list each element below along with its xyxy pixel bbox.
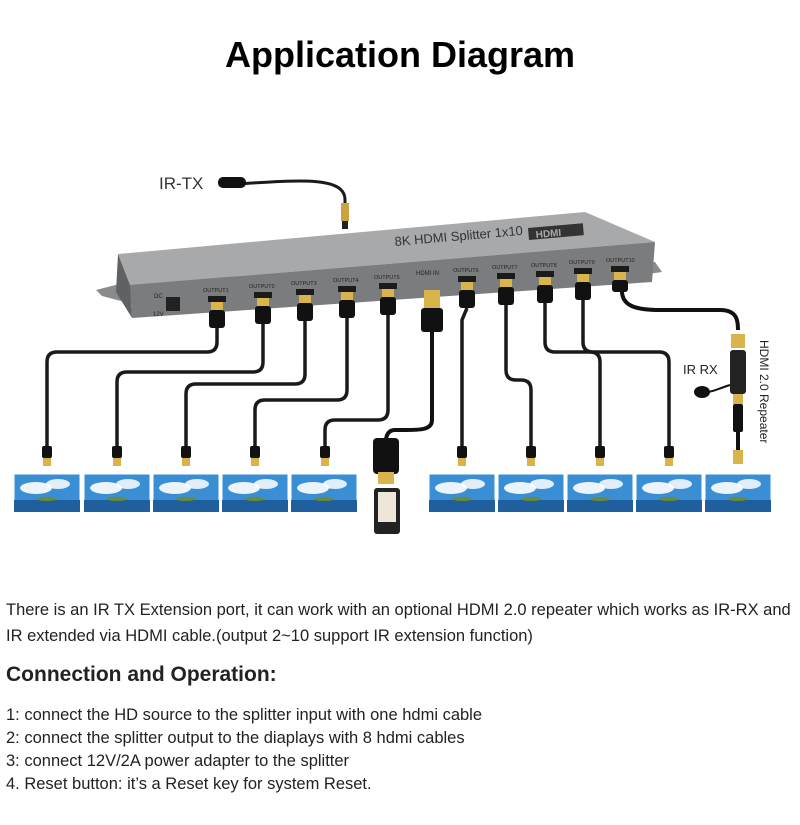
page-title: Application Diagram [224,34,576,75]
repeater-label: HDMI 2.0 Repeater [757,340,771,443]
hdmi-port [497,273,515,279]
dc-label: DC [154,294,163,300]
hdmi-connector-icon [299,295,311,305]
cable-boot [459,290,475,308]
cable-boot [537,285,553,303]
application-diagram: IR-TX 8K HDMI Splitter 1x10 HDMI DC 12V … [13,174,772,534]
voltage-label: 12V [153,312,164,318]
cable-boot [526,446,536,458]
ir-receiver-icon [694,384,731,398]
hdmi-connector-icon [251,458,259,466]
hdmi-connector-icon [257,298,269,308]
hdmi-connector-icon [539,277,551,287]
output-port-label: OUTPUT7 [492,265,518,271]
output-port-label: OUTPUT8 [531,263,557,269]
hdmi-connector-icon [211,302,223,312]
hdmi-connector-icon [461,282,473,292]
list-item: 3: connect 12V/2A power adapter to the s… [6,752,350,770]
cable-boot [112,446,122,458]
output-port-label: OUTPUT2 [249,284,275,290]
hdmi-connector-icon [458,458,466,466]
list-item: 2: connect the splitter output to the di… [6,729,465,747]
cable-boot [457,446,467,458]
hdmi-connector-icon [614,272,626,282]
description-text: There is an IR TX Extension port, it can… [6,601,791,645]
hdmi-connector-icon [500,279,512,289]
cable-boot [612,280,628,292]
cable-boot [380,297,396,315]
cable-boot [664,446,674,458]
hdmi-cable [460,307,469,446]
cable-boot [339,300,355,318]
cable-boot [255,306,271,324]
hdmi-port [458,276,476,282]
output-port-label: OUTPUT9 [569,260,595,266]
output-port-label: OUTPUT6 [453,268,479,274]
display-screen-icon [290,473,358,513]
hdmi-connector-icon [341,292,353,302]
cable-boot [575,282,591,300]
hdmi-connector-icon [596,458,604,466]
hdmi-cable [253,318,349,446]
hdmi-port [338,286,356,292]
steps-list: 1: connect the HD source to the splitter… [6,704,482,796]
cable-boot [209,310,225,328]
hdmi-cable [184,321,307,446]
hdmi-port [208,296,226,302]
display-screen-icon [635,473,703,513]
cable-boot [250,446,260,458]
output-port-label: OUTPUT5 [374,275,400,281]
hdmi-connector-icon [665,458,673,466]
hdmi-cable [581,300,671,446]
dc-jack-icon [166,297,180,311]
hdmi-port [611,266,629,272]
hdmi-connector-icon [382,289,394,299]
hdmi-port [379,283,397,289]
hdmi-source-device-icon [374,488,400,534]
hdmi-connector-icon [182,458,190,466]
output-port-label: OUTPUT3 [291,281,317,287]
display-screen-icon [221,473,289,513]
hdmi-port [536,271,554,277]
cable-boot [595,446,605,458]
ir-tx-label: IR-TX [159,174,203,193]
hdmi-cable [115,324,265,446]
hdmi-repeater-icon [620,290,746,464]
display-screen-icon [83,473,151,513]
display-screen-icon [152,473,220,513]
brand-logo: HDMI [535,228,562,241]
ir-transmitter-icon [218,177,349,229]
cable-boot [297,303,313,321]
display-screen-icon [566,473,634,513]
hdmi-cable [543,303,602,446]
hdmi-cable [323,315,390,446]
cable-boot [181,446,191,458]
hdmi-port [574,268,592,274]
hdmi-cable [45,328,219,446]
hdmi-connector-icon [321,458,329,466]
hdmi-cable [504,305,533,446]
display-screen-icon [704,473,772,513]
hdmi-connector-icon [577,274,589,284]
output-port-label: OUTPUT1 [203,288,229,294]
section-heading: Connection and Operation: [6,663,277,686]
output-port-label: OUTPUT4 [333,278,359,284]
output-port-label: OUTPUT10 [606,258,635,264]
cable-boot [498,287,514,305]
cable-boot [320,446,330,458]
hdmi-input-cable [373,290,443,484]
hdmi-in-label: HDMI IN [416,271,439,277]
hdmi-connector-icon [527,458,535,466]
display-screen-icon [13,473,81,513]
display-screen-icon [497,473,565,513]
hdmi-port [296,289,314,295]
cable-boot [42,446,52,458]
hdmi-connector-icon [43,458,51,466]
list-item: 1: connect the HD source to the splitter… [6,706,483,724]
ir-rx-label: IR RX [683,362,718,377]
list-item: 4. Reset button: it’s a Reset key for sy… [6,775,372,793]
hdmi-port [254,292,272,298]
display-screen-icon [428,473,496,513]
hdmi-connector-icon [113,458,121,466]
